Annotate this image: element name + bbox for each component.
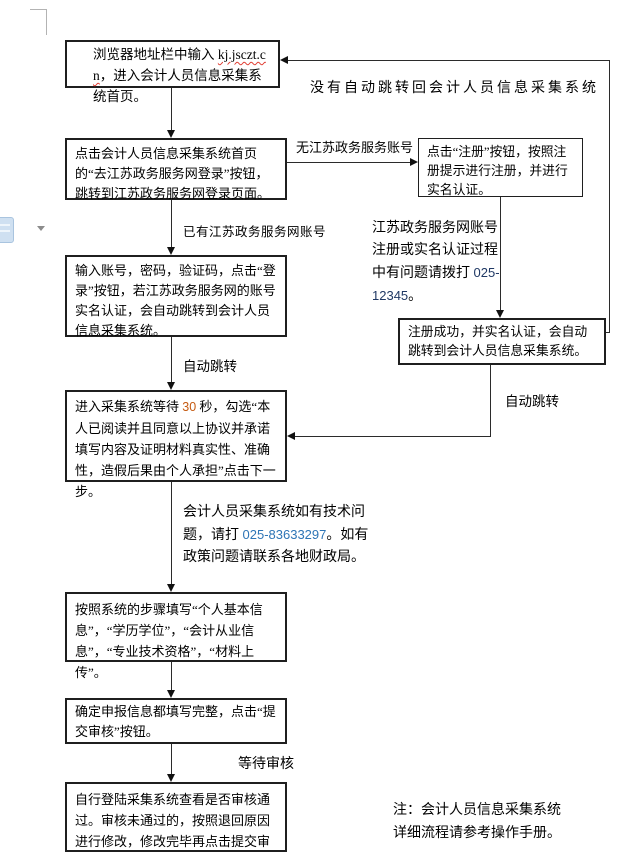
note-tech-support: 会计人员采集系统如有技术问题，请打 025-83633297。如有政策问题请联系…	[183, 502, 381, 569]
note-footnote: 注：会计人员信息采集系统 详细流程请参考操作手册。	[393, 799, 573, 845]
label-no-auto-jump-back: 没有自动跳转回会计人员信息采集系统	[310, 81, 599, 96]
footnote-line2: 详细流程请参考操作手册。	[393, 826, 561, 841]
connector-line	[500, 197, 501, 310]
label-auto-jump-right: 自动跳转	[505, 394, 559, 409]
footnote-line1: 注：会计人员信息采集系统	[393, 803, 561, 818]
hotline-text-post: 。	[408, 289, 423, 304]
register-done-box-text: 注册成功，并实名认证，会自动跳转到会计人员信息采集系统。	[408, 325, 588, 358]
arrow-down-icon	[167, 382, 175, 390]
arrow-down-icon	[167, 584, 175, 592]
connector-line	[295, 436, 491, 437]
arrow-down-icon	[167, 247, 175, 255]
tech-text-pre: 会计人员采集系统如有技术问题，请打	[183, 505, 365, 543]
box7-text: 自行登陆采集系统查看是否审核通过。审核未通过的，按照退回原因进行修改，修改完毕再…	[75, 792, 271, 849]
box4-wait-seconds: 30	[182, 400, 197, 414]
connector-line	[171, 337, 172, 382]
label-has-account: 已有江苏政务服务网账号	[183, 225, 327, 239]
connector-line	[171, 482, 172, 584]
flow-box-submit-review: 确定申报信息都填写完整，点击“提交审核”按钮。	[65, 698, 287, 744]
box1-text-post: ，进入会计人员信息采集系统首页。	[93, 68, 262, 104]
connector-line	[609, 60, 610, 333]
box4-text-pre: 进入采集系统等待	[75, 399, 183, 414]
box5-text: 按照系统的步骤填写“个人基本信息”，“学历学位”，“会计从业信息”，“专业技术资…	[75, 602, 263, 680]
note-account-hotline: 江苏政务服务网账号注册或实名认证过程中有问题请拨打 025-12345。	[372, 218, 506, 308]
box1-text-pre: 浏览器地址栏中输入	[93, 47, 218, 62]
arrow-down-icon	[167, 774, 175, 782]
connector-line	[287, 162, 410, 163]
margin-dropdown-triangle-icon	[37, 226, 45, 231]
flow-box-register-done: 注册成功，并实名认证，会自动跳转到会计人员信息采集系统。	[398, 318, 606, 365]
arrow-left-icon	[287, 432, 295, 440]
arrow-left-icon	[280, 56, 288, 64]
label-no-account: 无江苏政务服务账号	[296, 140, 414, 155]
box2-text: 点击会计人员信息采集系统首页的“去江苏政务服务网登录”按钮，跳转到江苏政务服务网…	[75, 146, 271, 201]
arrow-down-icon	[496, 310, 504, 318]
box3-text: 输入账号，密码，验证码，点击“登录”按钮，若江苏政务服务网的账号实名认证，会自动…	[75, 263, 276, 338]
tech-phone-number: 025-83633297	[242, 527, 327, 542]
box6-text: 确定申报信息都填写完整，点击“提交审核”按钮。	[75, 704, 276, 739]
tech-text-post: 。如有政策问题请联系各地财政局。	[183, 528, 369, 565]
flow-box-goto-login: 点击会计人员信息采集系统首页的“去江苏政务服务网登录”按钮，跳转到江苏政务服务网…	[65, 138, 287, 201]
margin-icon-stripe	[0, 230, 10, 232]
hotline-text-pre: 江苏政务服务网账号注册或实名认证过程中有问题请拨打	[372, 221, 498, 281]
margin-icon-stripe	[0, 224, 10, 226]
hotline-phone-number: 025-12345	[372, 265, 500, 303]
label-wait-review: 等待审核	[238, 757, 294, 772]
flow-box-open-homepage: 浏览器地址栏中输入 kj.jsczt.cn，进入会计人员信息采集系统首页。	[65, 40, 280, 104]
label-auto-jump-left: 自动跳转	[183, 359, 237, 374]
connector-line	[171, 200, 172, 247]
margin-comment-icon	[0, 217, 14, 243]
flow-box-check-result: 自行登陆采集系统查看是否审核通过。审核未通过的，按照退回原因进行修改，修改完毕再…	[65, 782, 287, 852]
connector-line	[171, 744, 172, 774]
arrow-down-icon	[167, 690, 175, 698]
connector-line	[171, 88, 172, 130]
page-corner-mark	[30, 9, 47, 35]
flow-box-register: 点击“注册”按钮，按照注册提示进行注册，并进行实名认证。	[418, 138, 583, 197]
arrow-down-icon	[167, 130, 175, 138]
box4-text-post: 秒，勾选“本人已阅读并且同意以上协议并承诺填写内容及证明材料真实性、准确性，造假…	[75, 399, 276, 499]
register-box-text: 点击“注册”按钮，按照注册提示进行注册，并进行实名认证。	[427, 145, 568, 197]
connector-line	[490, 365, 491, 437]
flow-box-agree-protocol: 进入采集系统等待 30 秒，勾选“本人已阅读并且同意以上协议并承诺填写内容及证明…	[65, 390, 287, 499]
connector-line	[288, 60, 610, 61]
flow-box-fill-info: 按照系统的步骤填写“个人基本信息”，“学历学位”，“会计从业信息”，“专业技术资…	[65, 592, 287, 680]
connector-line	[171, 662, 172, 690]
box1-url-text: kj.jsczt.cn	[93, 47, 266, 83]
connector-line	[606, 332, 610, 333]
arrow-right-icon	[410, 158, 418, 166]
flow-box-login: 输入账号，密码，验证码，点击“登录”按钮，若江苏政务服务网的账号实名认证，会自动…	[65, 255, 287, 338]
